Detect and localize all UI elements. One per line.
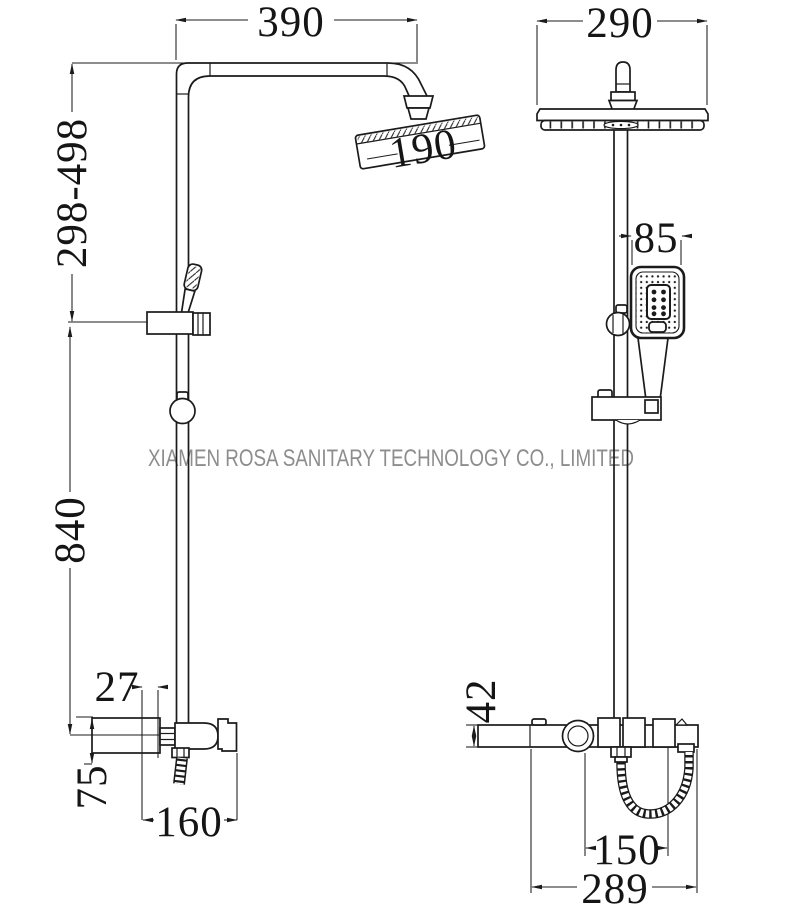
dim-85-label: 85 (634, 215, 679, 262)
dim-42-label: 42 (458, 679, 505, 724)
front-view: 290 85 42 150 289 (458, 0, 709, 913)
hand-shower-head (629, 265, 686, 340)
slider-knob-side (169, 391, 196, 425)
dimension-handshower-width: 85 (619, 215, 693, 262)
bar-block-mid (622, 717, 646, 748)
hose-nut (610, 746, 632, 758)
dimension-bar-width: 289 (531, 866, 697, 913)
dimension-inlet-spacing: 150 (585, 827, 668, 874)
wall-plate (217, 718, 238, 752)
dimension-outlet-drop: 75 (69, 718, 116, 810)
outlet-nut (171, 747, 190, 759)
hand-shower-button (648, 321, 667, 333)
slider-bracket-front (591, 389, 662, 425)
dim-840-label: 840 (47, 496, 94, 564)
valve-body (174, 722, 219, 750)
extension-lines-front (466, 25, 708, 893)
dim-390-label: 390 (257, 0, 325, 46)
hand-shower-front (629, 265, 686, 401)
mixer-bar-front (477, 717, 699, 819)
head-stem (607, 61, 639, 111)
dimension-bar-height: 42 (458, 679, 505, 747)
bar-block-right (652, 718, 676, 748)
shower-hose (616, 752, 694, 819)
dim-290-label: 290 (586, 0, 654, 47)
hand-shower-handle (637, 337, 669, 401)
bar-block-left (597, 717, 621, 748)
company-watermark: XIAMEN ROSA SANITARY TECHNOLOGY CO., LIM… (148, 445, 634, 472)
dim-27-label: 27 (95, 664, 140, 711)
overhead-shower-side: 190 (354, 114, 486, 178)
hand-shower-center-panel (646, 284, 671, 320)
dim-298-498-label: 298-498 (49, 118, 96, 268)
dimension-head-front-width: 290 (536, 0, 708, 47)
dimension-riser-adjust-range: 298-498 (49, 63, 96, 322)
dimension-handle-offset: 27 (95, 664, 169, 711)
arm-connector-collar (402, 95, 435, 109)
dimension-arm-reach: 390 (175, 0, 418, 46)
dimension-riser-height: 840 (47, 326, 94, 735)
arm-connector-nut (406, 107, 431, 120)
threaded-outlet (173, 757, 188, 785)
hand-shower-side (180, 263, 203, 318)
slider-bracket-side (146, 311, 211, 336)
overhead-shower-front (536, 108, 709, 131)
shower-arm-and-riser (175, 62, 435, 723)
dim-75-label: 75 (69, 765, 116, 810)
dimension-valve-depth: 160 (142, 799, 238, 846)
side-view: 390 298-498 840 27 75 (47, 0, 486, 846)
dim-190-label: 190 (386, 120, 460, 177)
dim-289-label: 289 (581, 866, 649, 913)
dim-160-label: 160 (155, 799, 223, 846)
mixer-valve-side (91, 717, 238, 785)
slider-knob-front (605, 304, 631, 337)
dim-150-label: 150 (593, 827, 661, 874)
bar-knob (561, 719, 595, 753)
